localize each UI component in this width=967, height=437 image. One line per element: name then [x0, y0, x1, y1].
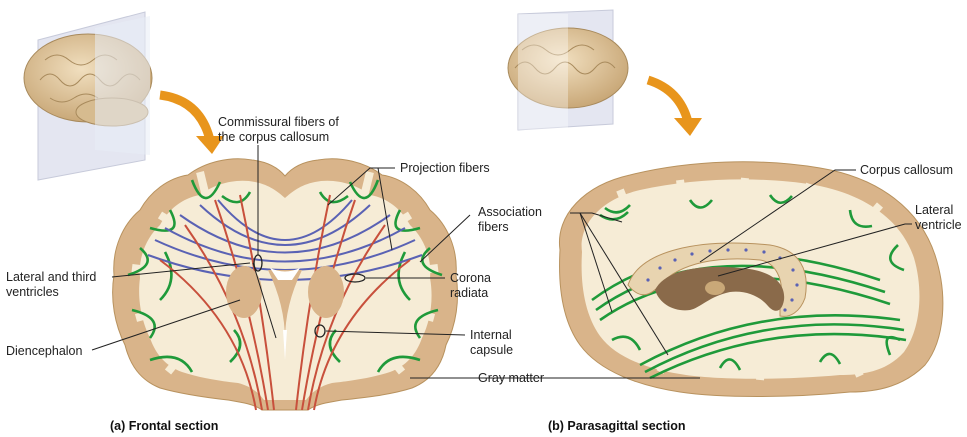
- caption-frontal-section: (a) Frontal section: [110, 419, 218, 433]
- label-corona-line-1: Corona: [450, 271, 491, 285]
- label-corona-line-2: radiata: [450, 286, 488, 300]
- label-commissural-line-1: Commissural fibers of: [218, 115, 339, 129]
- orange-arrow-icon-2: [648, 80, 688, 122]
- parasagittal-section: [559, 162, 942, 397]
- label-lateral-third-line-1: Lateral and third: [6, 270, 96, 284]
- label-corpus-callosum: Corpus callosum: [860, 163, 953, 177]
- label-association-line-2: fibers: [478, 220, 509, 234]
- brain-thumbnail-frontal-icon: [24, 12, 152, 180]
- label-diencephalon: Diencephalon: [6, 344, 82, 358]
- brain-thumbnail-sagittal-icon: [508, 10, 628, 130]
- label-lateral-ventricle-line-2: ventricle: [915, 218, 962, 232]
- label-gray-matter: Gray matter: [478, 371, 544, 385]
- label-projection-fibers: Projection fibers: [400, 161, 490, 175]
- orange-arrowhead-icon-2: [674, 118, 702, 136]
- label-association-line-1: Association: [478, 205, 542, 219]
- label-commissural-line-2: the corpus callosum: [218, 130, 329, 144]
- frontal-section: [113, 159, 458, 410]
- label-internal-capsule-line-1: Internal: [470, 328, 512, 342]
- frontal-basal-nucleus-right: [308, 266, 344, 318]
- label-lateral-third-line-2: ventricles: [6, 285, 59, 299]
- caption-parasagittal-section: (b) Parasagittal section: [548, 419, 686, 433]
- label-lateral-ventricle-line-1: Lateral: [915, 203, 953, 217]
- orange-arrow-icon-1: [160, 95, 210, 140]
- sagittal-thalamus: [705, 281, 725, 295]
- label-internal-capsule-line-2: capsule: [470, 343, 513, 357]
